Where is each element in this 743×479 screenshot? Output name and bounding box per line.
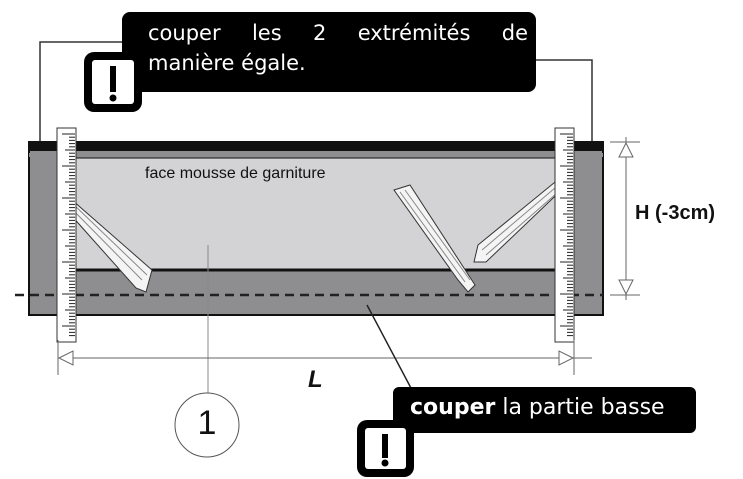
length-label: L: [308, 366, 323, 393]
ruler-left: [56, 127, 77, 343]
bottom-callout-bold: couper: [410, 395, 496, 420]
height-label: H (-3cm): [635, 202, 716, 224]
length-dimension: [57, 340, 592, 375]
top-callout-text: couper les 2 extrémités de manière égale…: [148, 18, 528, 78]
top-callout-line1: couper les 2 extrémités de: [148, 21, 528, 45]
bottom-callout-box: [393, 387, 696, 433]
height-dimension: [610, 137, 640, 300]
top-callout-box: [122, 12, 536, 92]
cutter-knife-middle: [393, 184, 476, 293]
face-label: face mousse de garniture: [145, 165, 326, 182]
item-number-label: 1: [197, 404, 217, 442]
ruler-right: [554, 127, 575, 343]
bottom-callout-text: couper la partie basse: [410, 394, 665, 422]
bottom-callout-leader: [366, 304, 413, 391]
item-number-circle: [174, 392, 240, 458]
top-warning-exclamation-icon: [84, 52, 142, 112]
bottom-callout-rest: la partie basse: [495, 395, 665, 420]
cutter-knife-left: [61, 199, 153, 293]
bottom-warning-exclamation-icon: [357, 420, 414, 477]
top-callout-line2: manière égale.: [148, 51, 306, 75]
